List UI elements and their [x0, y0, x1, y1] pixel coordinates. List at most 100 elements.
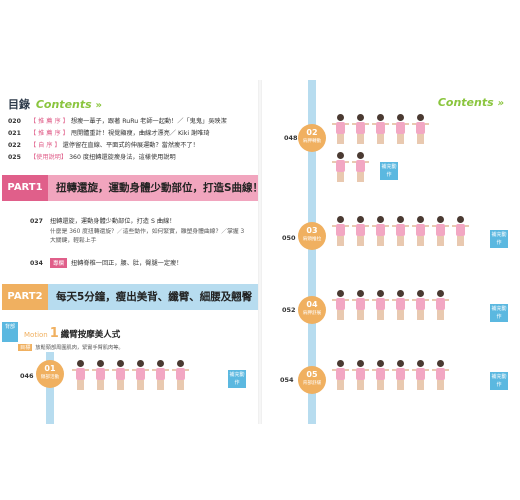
exercise-photo	[332, 290, 349, 320]
toc-page-number: 020	[8, 118, 21, 125]
part1-banner: PART1 扭轉還旋，運動身體少動部位，打造S曲線！	[2, 175, 258, 201]
exercise-photo	[412, 360, 429, 390]
exercise-photo	[352, 290, 369, 320]
exercise-photo	[372, 216, 389, 246]
left-page: 目錄 Contents » 020【 推 薦 序 】想瘦一輩子，跟著 RuRu …	[2, 80, 258, 424]
contents-heading-text: Contents	[437, 96, 494, 109]
chevron-right-icon: »	[95, 100, 102, 111]
exercise-photo-strip	[72, 360, 189, 390]
exercise-page-number: 046	[20, 372, 34, 380]
exercise-page-number: 054	[280, 376, 294, 384]
exercise-photo	[392, 290, 409, 320]
exercise-badge[interactable]: 03 肩頸推拉	[298, 222, 326, 250]
exercise-badge[interactable]: 04 肩胛舒展	[298, 296, 326, 324]
exercise-photo-strip	[332, 290, 449, 320]
motion-word: Motion	[24, 331, 48, 339]
supplement-action-chip[interactable]: 補充動作	[490, 372, 508, 390]
exercise-photo	[412, 114, 429, 144]
toc-row[interactable]: 021 【 推 薦 序 】甩開體重計！視覺顯瘦，曲線才漂亮／ Kiki 謝唯琦	[8, 128, 210, 137]
exercise-photo	[132, 360, 149, 390]
exercise-label: 肩頸推拉	[302, 237, 322, 242]
exercise-photo	[452, 216, 469, 246]
book-spine	[258, 80, 262, 424]
exercise-photo-strip	[332, 114, 429, 144]
exercise-label: 肩胛舒展	[302, 311, 322, 316]
toc-entry-text: 360 度扭轉還旋瘦身法，這樣使用說明	[69, 154, 176, 161]
toc-tag: 【 推 薦 序 】	[30, 130, 69, 137]
supplement-action-chip[interactable]: 補充動作	[380, 162, 398, 180]
toc-row[interactable]: 022【 自 序 】還停留在直線、平面式的伸展運動？當然瘦不了！	[8, 140, 199, 149]
part1-note: 什麼是 360 度扭轉還旋？／這些動作，如何緊實，雕塑身體曲線？／掌握 3 大關…	[50, 229, 245, 244]
part1-title: 扭轉還旋，運動身體少動部位，打造S曲線！	[56, 182, 258, 194]
exercise-photo	[352, 360, 369, 390]
toc-tag: 【 推 薦 序 】	[30, 118, 69, 125]
exercise-label: 肩胛轉動	[302, 139, 322, 144]
exercise-number: 02	[306, 128, 318, 137]
toc-entry-text: 想瘦一輩子，跟著 RuRu 老師一起動！／「鬼鬼」吳映潔	[70, 118, 227, 125]
contents-heading: Contents »	[438, 96, 504, 109]
toc-page-number: 025	[8, 154, 21, 161]
exercise-photo	[372, 290, 389, 320]
toc-tag: 【 自 序 】	[30, 142, 61, 149]
exercise-badge[interactable]: 01 頸部活動	[36, 360, 64, 388]
supplement-action-chip[interactable]: 補充動作	[490, 304, 508, 322]
exercise-photo	[372, 114, 389, 144]
toc-entry-text: 扭轉脊椎一回正，腰、肚，臀腿一定瘦！	[71, 260, 183, 267]
motion-title: 纖臂按摩美人式	[60, 330, 121, 340]
part2-banner: PART2 每天5分鐘，瘦出美背、纖臂、細腰及翹臀	[2, 284, 258, 310]
exercise-page-number: 052	[282, 306, 296, 314]
exercise-number: 05	[306, 370, 318, 379]
toc-page-number: 034	[30, 260, 43, 267]
part1-label: PART1	[2, 175, 48, 201]
timeline-line	[46, 352, 54, 424]
part2-title: 每天5分鐘，瘦出美背、纖臂、細腰及翹臀	[56, 291, 253, 303]
exercise-photo	[392, 360, 409, 390]
exercise-photo	[332, 216, 349, 246]
exercise-photo	[152, 360, 169, 390]
exercise-photo	[172, 360, 189, 390]
column-tag: 專欄	[50, 258, 68, 268]
toc-page-number: 027	[30, 218, 43, 225]
exercise-photo	[332, 114, 349, 144]
exercise-photo	[72, 360, 89, 390]
exercise-photo	[412, 290, 429, 320]
exercise-photo	[332, 152, 349, 182]
exercise-photo	[372, 360, 389, 390]
toc-entry-text: 甩開體重計！視覺顯瘦，曲線才漂亮／ Kiki 謝唯琦	[70, 130, 210, 137]
target-tag: 目標	[18, 344, 33, 351]
exercise-photo	[392, 216, 409, 246]
toc-tag: 【使用說明】	[30, 154, 68, 161]
exercise-number: 04	[306, 300, 318, 309]
right-page: Contents » 048 02 肩胛轉動 補充動作 050 03 肩頸推拉 …	[262, 80, 518, 424]
supplement-action-chip[interactable]: 補充動作	[490, 230, 508, 248]
toc-page-number: 021	[8, 130, 21, 137]
exercise-label: 背部舒緩	[302, 381, 322, 386]
exercise-page-number: 048	[284, 134, 298, 142]
motion-subtitle: 目標放鬆頸部周圍肌肉，緊實手臂肌肉等。	[18, 344, 124, 351]
exercise-photo	[432, 290, 449, 320]
exercise-badge[interactable]: 05 背部舒緩	[298, 366, 326, 394]
toc-title-en: Contents	[35, 98, 92, 111]
motion-subtitle-text: 放鬆頸部周圍肌肉，緊實手臂肌肉等。	[35, 345, 124, 351]
motion-number: 1	[49, 326, 59, 341]
toc-row[interactable]: 020 【 推 薦 序 】想瘦一輩子，跟著 RuRu 老師一起動！／「鬼鬼」吳映潔	[8, 116, 227, 125]
exercise-photo	[352, 216, 369, 246]
exercise-number: 01	[44, 364, 56, 373]
motion-badge: 背部	[2, 322, 18, 342]
chevron-right-icon: »	[497, 98, 505, 109]
toc-page-number: 022	[8, 142, 21, 149]
exercise-badge[interactable]: 02 肩胛轉動	[298, 124, 326, 152]
toc-row[interactable]: 025 【使用說明】360 度扭轉還旋瘦身法，這樣使用說明	[8, 152, 176, 161]
exercise-photo	[112, 360, 129, 390]
timeline-line	[308, 80, 316, 424]
exercise-photo-strip	[332, 216, 469, 246]
exercise-photo	[352, 152, 369, 182]
toc-row[interactable]: 034 專欄扭轉脊椎一回正，腰、肚，臀腿一定瘦！	[30, 258, 182, 268]
supplement-action-chip[interactable]: 補充動作	[228, 370, 246, 388]
exercise-photo	[92, 360, 109, 390]
exercise-number: 03	[306, 226, 318, 235]
exercise-photo-strip	[332, 152, 369, 182]
exercise-photo	[352, 114, 369, 144]
